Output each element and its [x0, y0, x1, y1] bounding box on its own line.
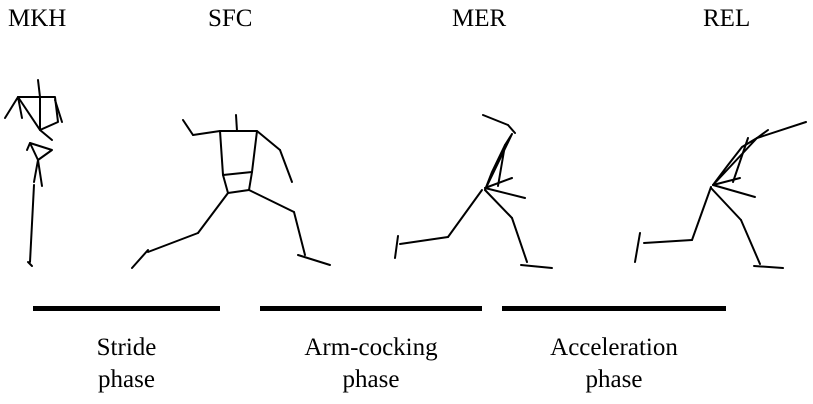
- event-label-mer: MER: [452, 5, 507, 32]
- stick-figure-mkh: [4, 79, 63, 267]
- phase-label-acceleration: Acceleration phase: [502, 332, 726, 396]
- stick-figure-sfc: [131, 114, 331, 269]
- phase-label-stride-line1: Stride: [96, 334, 157, 361]
- stick-figure-mer: [394, 114, 553, 269]
- phase-label-arm-cocking-line1: Arm-cocking: [304, 334, 438, 361]
- phase-label-arm-cocking: Arm-cocking phase: [260, 332, 482, 396]
- phase-label-acceleration-line1: Acceleration: [550, 334, 678, 361]
- phase-bar-acceleration: [502, 306, 726, 311]
- phase-bar-stride: [33, 306, 220, 311]
- event-label-sfc: SFC: [208, 5, 253, 32]
- phase-bar-arm-cocking: [260, 306, 482, 311]
- phase-label-acceleration-line2: phase: [585, 366, 643, 393]
- phase-label-stride-line2: phase: [98, 366, 155, 393]
- phase-label-arm-cocking-line2: phase: [342, 366, 400, 393]
- phase-label-stride: Stride phase: [33, 332, 220, 396]
- stick-figure-rel: [634, 121, 807, 269]
- event-label-mkh: MKH: [8, 5, 67, 32]
- event-label-rel: REL: [703, 5, 751, 32]
